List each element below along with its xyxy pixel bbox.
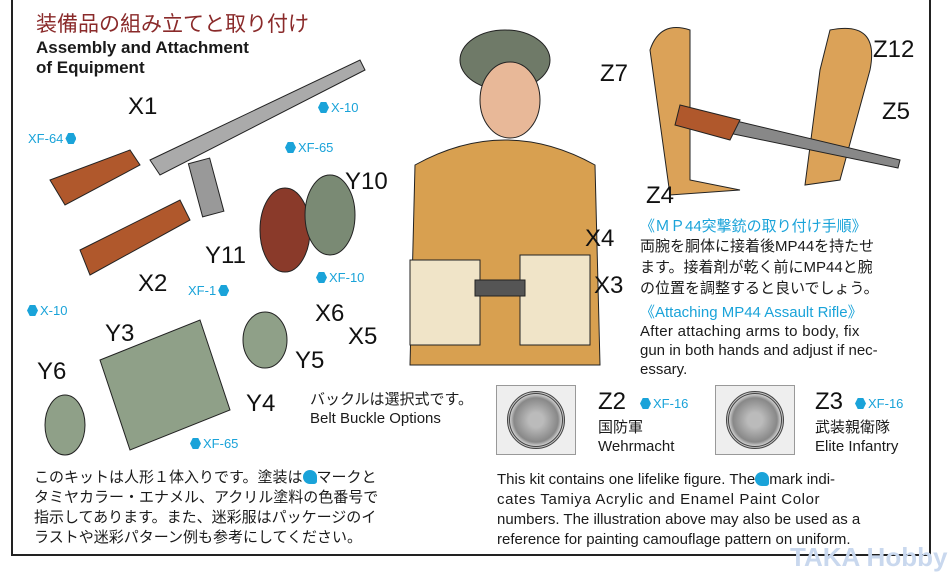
- mp44-jp-title: 《ＭＰ44突撃銃の取り付け手順》: [640, 218, 867, 235]
- paint-code: XF-64: [28, 131, 64, 146]
- title-jp: 装備品の組み立てと取り付け: [36, 13, 309, 36]
- buckle-z3-en: Elite Infantry: [815, 438, 899, 455]
- notes-jp-text: マークと: [316, 469, 377, 486]
- paint-mark-icon: [302, 470, 317, 484]
- mp44-jp-line: 両腕を胴体に接着後MP44を持たせ: [640, 238, 875, 255]
- mp44-en-title: 《Attaching MP44 Assault Rifle》: [640, 304, 863, 321]
- soldier-figure-illustration: [409, 29, 601, 366]
- buckle-z2-en: Wehrmacht: [598, 438, 675, 455]
- paint-icon: [318, 102, 329, 113]
- notes-jp-line: ラストや迷彩パターン例も参考にしてください。: [34, 529, 363, 546]
- buckle-wehrmacht-image: [496, 385, 576, 455]
- paint-x10-a: X-10: [318, 100, 358, 115]
- label-x5: X5: [348, 323, 378, 350]
- buckle-jp: バックルは選択式です。: [310, 391, 474, 408]
- label-z4: Z4: [646, 182, 675, 209]
- label-x1: X1: [128, 93, 158, 120]
- label-x2: X2: [138, 270, 168, 297]
- buckle-z3-jp: 武装親衛隊: [815, 419, 891, 436]
- paint-xf10: XF-10: [316, 270, 364, 285]
- label-y6: Y6: [37, 358, 67, 385]
- label-z3: Z3: [815, 388, 844, 415]
- paint-code: XF-65: [298, 140, 334, 155]
- mp44-jp-line: ます。接着剤が乾く前にMP44と腕: [640, 259, 873, 276]
- label-x4: X4: [585, 225, 615, 252]
- paint-xf16-b: XF-16: [855, 396, 903, 411]
- paint-code: XF-16: [868, 396, 904, 411]
- paint-icon: [218, 285, 230, 296]
- paint-xf1: XF-1: [188, 283, 230, 298]
- label-z7: Z7: [600, 60, 629, 87]
- label-y10: Y10: [345, 168, 388, 195]
- paint-icon: [855, 398, 866, 409]
- paint-code: XF-1: [188, 283, 217, 298]
- paint-xf64: XF-64: [28, 131, 77, 146]
- watermark: TAKA Hobby: [790, 542, 948, 572]
- label-x6: X6: [315, 300, 345, 327]
- paint-x10-b: X-10: [27, 303, 67, 318]
- mp44-jp-line: の位置を調整すると良いでしょう。: [640, 280, 879, 297]
- paint-xf16-a: XF-16: [640, 396, 688, 411]
- page-frame: [11, 0, 931, 556]
- notes-jp-line: 指示してあります。また、迷彩服はパッケージのイ: [34, 509, 377, 526]
- paint-icon: [27, 305, 38, 316]
- label-z5: Z5: [882, 98, 911, 125]
- notes-jp-line: タミヤカラー・エナメル、アクリル塗料の色番号で: [34, 489, 379, 506]
- label-y3: Y3: [105, 320, 135, 347]
- notes-jp-text: このキットは人形１体入りです。塗装は: [34, 469, 303, 486]
- title-en-2: of Equipment: [36, 58, 145, 77]
- paint-icon: [65, 133, 77, 144]
- notes-en-line: reference for painting camouflage patter…: [497, 531, 851, 548]
- label-y5: Y5: [295, 347, 325, 374]
- paint-icon: [285, 142, 296, 153]
- notes-en-line: cates Tamiya Acrylic and Enamel Paint Co…: [497, 491, 821, 508]
- canteen-illustration: [259, 174, 356, 273]
- notes-en-line: numbers. The illustration above may also…: [497, 511, 861, 528]
- buckle-en: Belt Buckle Options: [310, 410, 441, 427]
- notes-en-text: This kit contains one lifelike figure. T…: [497, 471, 756, 488]
- paint-icon: [640, 398, 651, 409]
- arms-rifle-illustration: [649, 27, 901, 196]
- paint-xf65-a: XF-65: [285, 140, 333, 155]
- notes-jp-line: このキットは人形１体入りです。塗装はマークと: [34, 468, 377, 488]
- paint-xf65-b: XF-65: [190, 436, 238, 451]
- rifle-illustration: [49, 59, 366, 276]
- paint-icon: [316, 272, 327, 283]
- gasmask-canister-illustration: [44, 311, 288, 456]
- label-z12: Z12: [873, 36, 915, 63]
- paint-code: XF-65: [203, 436, 239, 451]
- mp44-en-line: After attaching arms to body, fix: [640, 323, 860, 340]
- label-x3: X3: [594, 272, 624, 299]
- paint-code: XF-16: [653, 396, 689, 411]
- paint-icon: [190, 438, 201, 449]
- notes-en-line: This kit contains one lifelike figure. T…: [497, 470, 835, 490]
- paint-code: XF-10: [329, 270, 365, 285]
- label-y4: Y4: [246, 390, 276, 417]
- label-z2: Z2: [598, 388, 627, 415]
- buckle-z2-jp: 国防軍: [598, 419, 644, 436]
- mp44-en-line: essary.: [640, 361, 688, 378]
- paint-mark-icon: [755, 472, 770, 486]
- label-y11: Y11: [205, 242, 246, 269]
- title-en-1: Assembly and Attachment: [36, 38, 249, 57]
- buckle-elite-image: [715, 385, 795, 455]
- notes-en-text: mark indi-: [769, 471, 836, 488]
- paint-code: X-10: [331, 100, 359, 115]
- paint-code: X-10: [40, 303, 68, 318]
- mp44-en-line: gun in both hands and adjust if nec-: [640, 342, 878, 359]
